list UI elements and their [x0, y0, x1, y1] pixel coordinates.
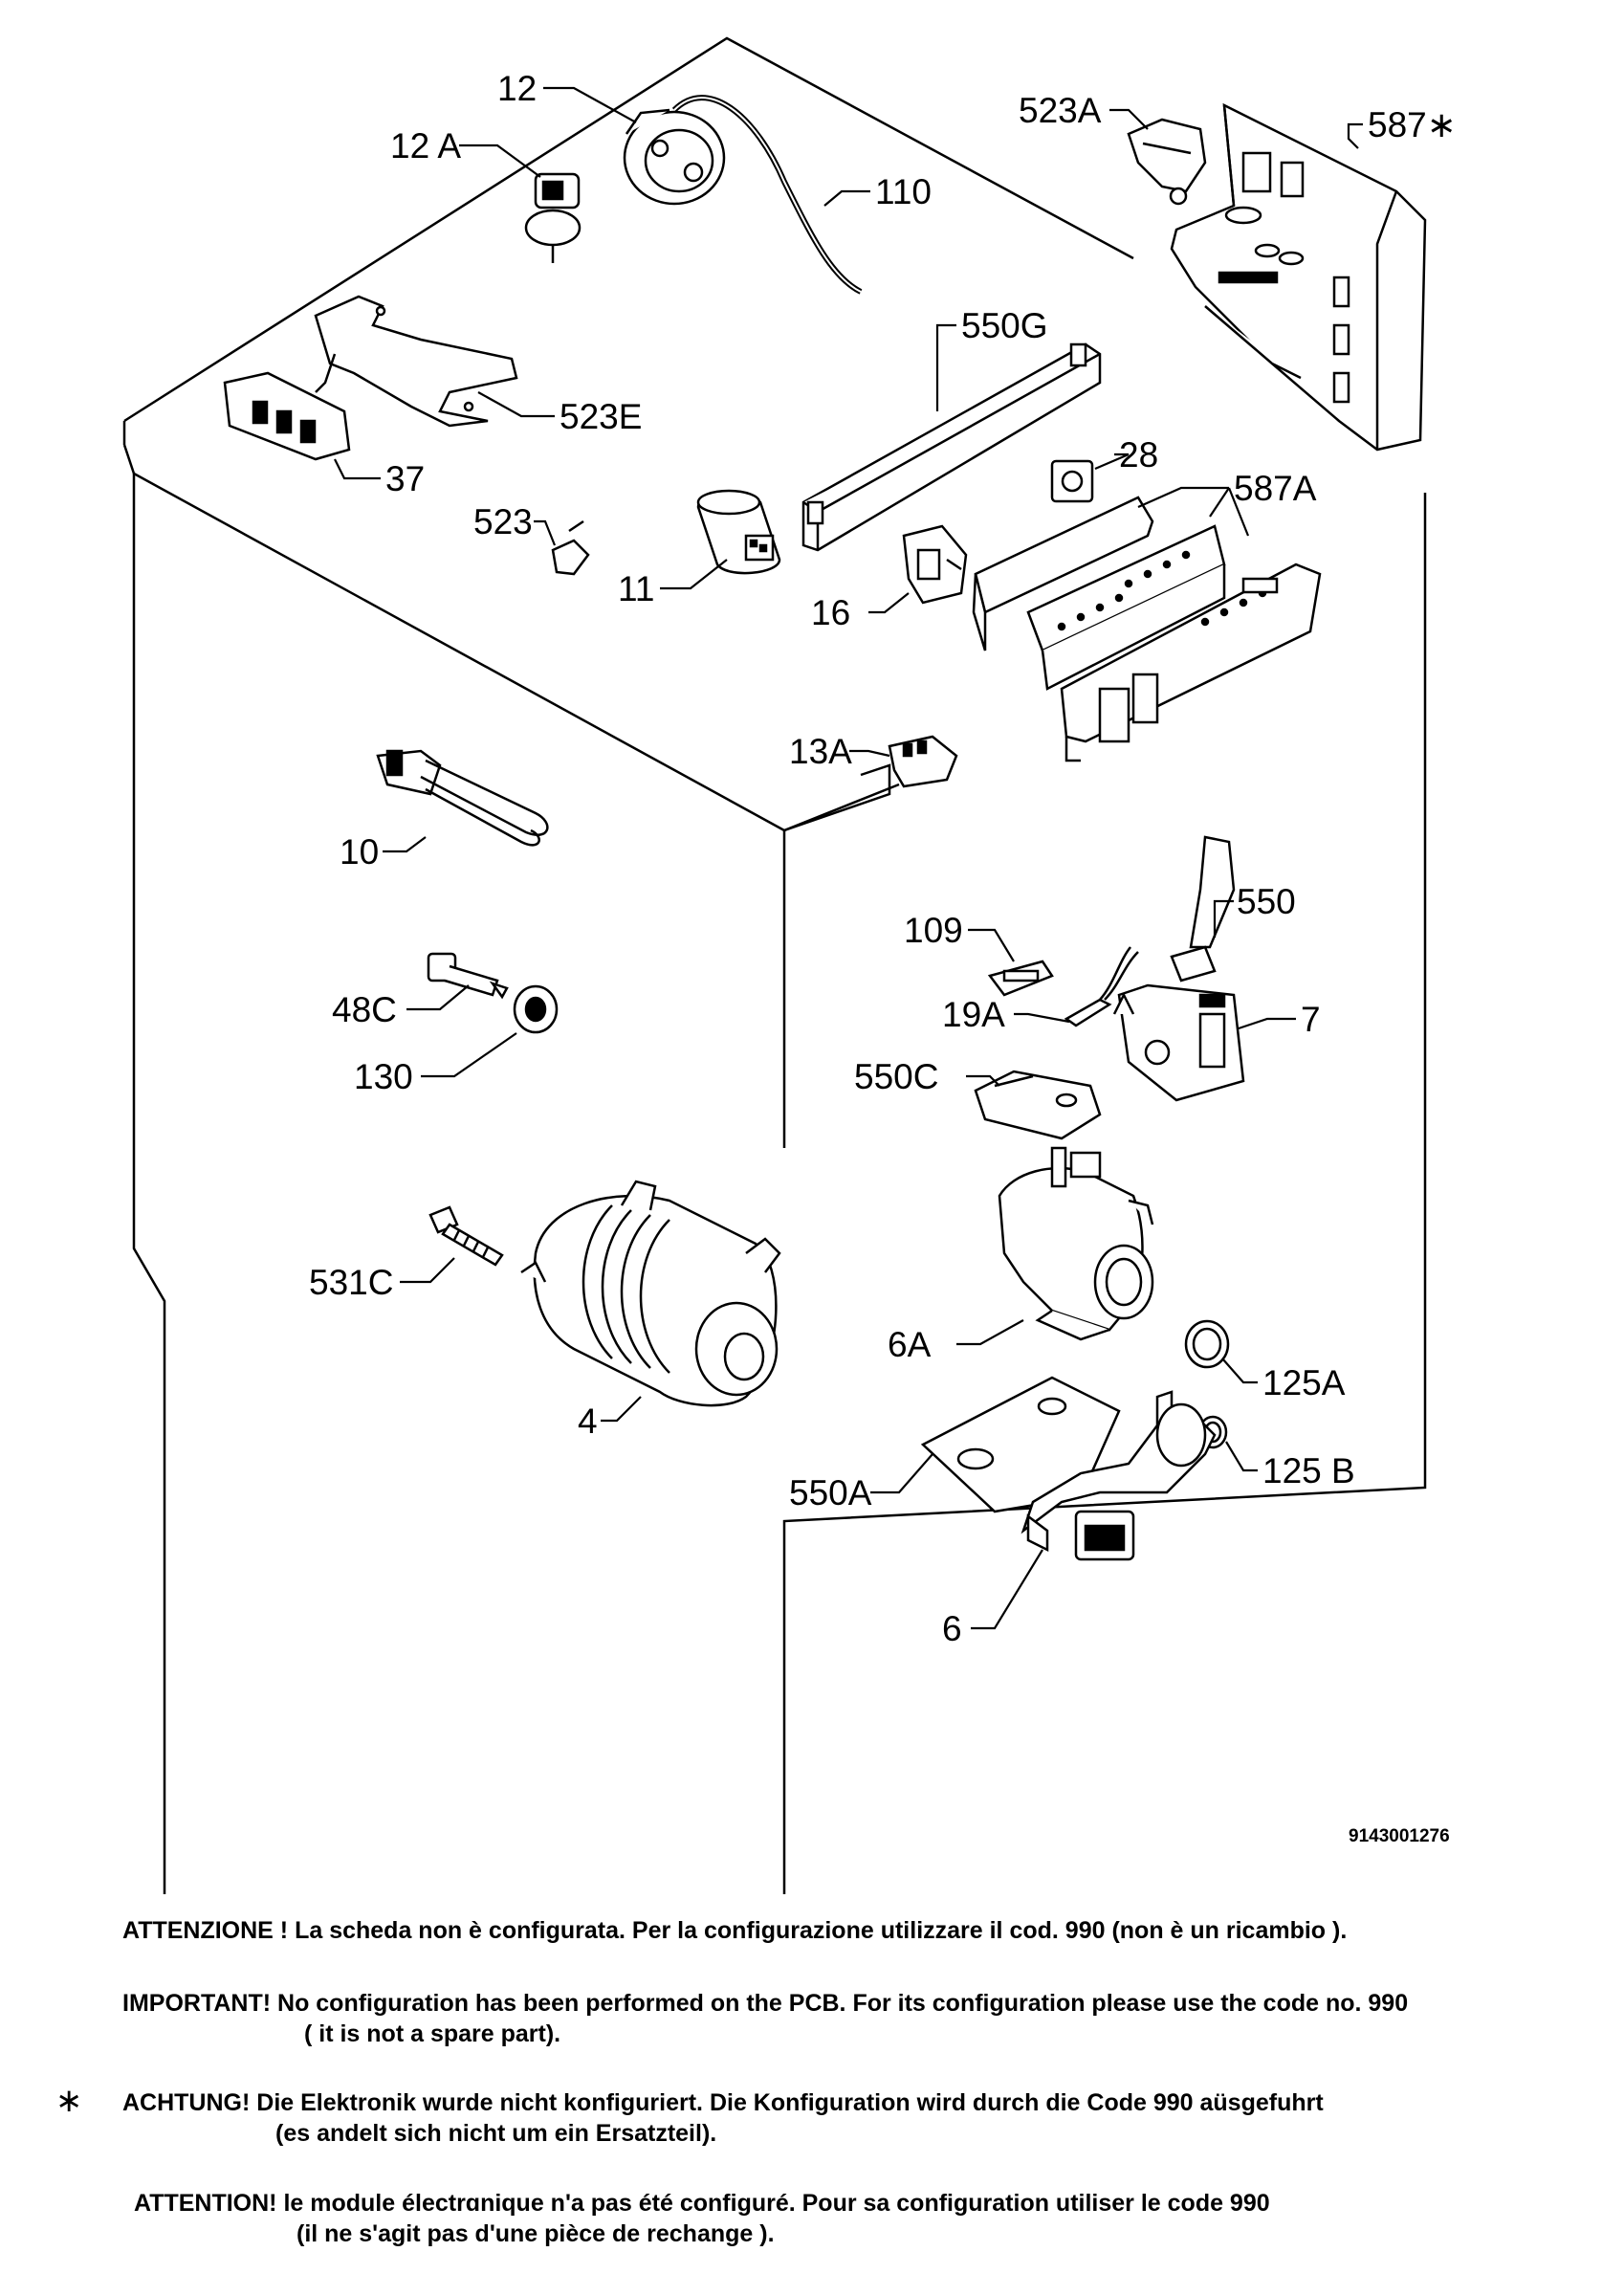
note-german-line1: ACHTUNG! Die Elektronik wurde nicht konf…: [122, 2089, 1324, 2116]
label-550: 550: [1237, 882, 1296, 921]
part-48c-sensor: [427, 952, 509, 1000]
part-587-electronic-module: [1170, 102, 1427, 452]
part-531c-bolt: [428, 1205, 504, 1267]
drawing-number: 9143001276: [1349, 1826, 1450, 1846]
part-550-lever: [1170, 835, 1236, 982]
label-10: 10: [340, 832, 379, 872]
part-16-switch: [902, 524, 968, 605]
part-523a-clip: [1127, 118, 1207, 206]
note-german: ACHTUNG! Die Elektronik wurde nicht konf…: [122, 2087, 1324, 2149]
label-109: 109: [904, 911, 963, 950]
exploded-parts-diagram: 12 12 A 110 523E 37 523 11 10 48C 130 53…: [122, 36, 1457, 1894]
part-12a-pressure-switch: [524, 172, 582, 263]
part-109-cover: [987, 960, 1054, 997]
label-6a: 6A: [888, 1325, 932, 1364]
part-11-capacitor: [696, 489, 781, 575]
note-french-line2: (il ne s'agit pas d'une pièce de rechang…: [296, 2220, 775, 2247]
note-english-line1: IMPORTANT! No configuration has been per…: [122, 1990, 1409, 2017]
label-4: 4: [578, 1402, 598, 1441]
note-english-line2: ( it is not a spare part).: [304, 2020, 561, 2047]
note-english: IMPORTANT! No configuration has been per…: [122, 1988, 1408, 2049]
part-19a-sensor: [1064, 946, 1139, 1027]
part-10-heating-element: [376, 749, 549, 847]
label-523a: 523A: [1019, 91, 1102, 130]
note-french-line1: ATTENTION! le module électrɑnique n'a pa…: [134, 2190, 1270, 2217]
part-labels: 12 12 A 110 523E 37 523 11 10 48C 130 53…: [309, 69, 1457, 1648]
part-550c-cover: [974, 1070, 1102, 1140]
note-german-line2: (es andelt sich nicht um ein Ersatzteil)…: [275, 2120, 717, 2147]
part-6a-pump-housing: [998, 1146, 1154, 1341]
label-523e: 523E: [560, 397, 642, 436]
label-11: 11: [618, 569, 654, 608]
label-587a: 587A: [1234, 469, 1317, 508]
part-7-door-lock: [1112, 983, 1245, 1102]
part-37-terminal-block: [223, 371, 351, 461]
part-550a-cover-plate: [920, 1376, 1121, 1513]
label-13a: 13A: [789, 732, 852, 771]
label-523: 523: [473, 502, 533, 541]
label-12a: 12 A: [390, 126, 461, 166]
note-italian: ATTENZIONE ! La scheda non è configurata…: [122, 1915, 1347, 1946]
part-125a-seal: [1184, 1319, 1230, 1369]
label-12: 12: [497, 69, 537, 108]
label-110: 110: [875, 172, 932, 211]
part-587a-control-boards: [972, 496, 1322, 762]
part-130-gasket: [513, 984, 559, 1034]
note-french: ATTENTION! le module électrɑnique n'a pa…: [134, 2188, 1270, 2249]
part-6-drain-pump: [1020, 1390, 1217, 1561]
label-6: 6: [942, 1609, 962, 1648]
label-125a: 125A: [1262, 1363, 1346, 1402]
label-48c: 48C: [332, 990, 397, 1029]
part-12-pressure-switch: [623, 95, 863, 295]
label-587-star: 587∗: [1368, 105, 1457, 144]
label-7: 7: [1301, 1000, 1321, 1039]
label-531c: 531C: [309, 1263, 393, 1302]
part-550g-bracket: [801, 342, 1102, 552]
label-550a: 550A: [789, 1473, 872, 1512]
label-125b: 125 B: [1262, 1451, 1355, 1490]
label-37: 37: [385, 459, 425, 498]
part-4-motor: [520, 1180, 781, 1407]
leader-lines: [334, 86, 1363, 1630]
label-28: 28: [1119, 435, 1158, 475]
label-16: 16: [811, 593, 850, 632]
note-italian-text: ATTENZIONE ! La scheda non è configurata…: [122, 1917, 1348, 1944]
asterisk-marker: ∗: [55, 2082, 83, 2120]
label-550c: 550C: [854, 1057, 938, 1096]
part-13a-connector: [888, 735, 958, 788]
part-28-seal: [1050, 459, 1094, 503]
label-550g: 550G: [961, 306, 1048, 345]
part-523e-bracket: [314, 295, 518, 428]
cabinet-outline: [122, 36, 1427, 1894]
part-523-clip: [551, 519, 590, 576]
label-130: 130: [354, 1057, 413, 1096]
label-19a: 19A: [942, 995, 1005, 1034]
